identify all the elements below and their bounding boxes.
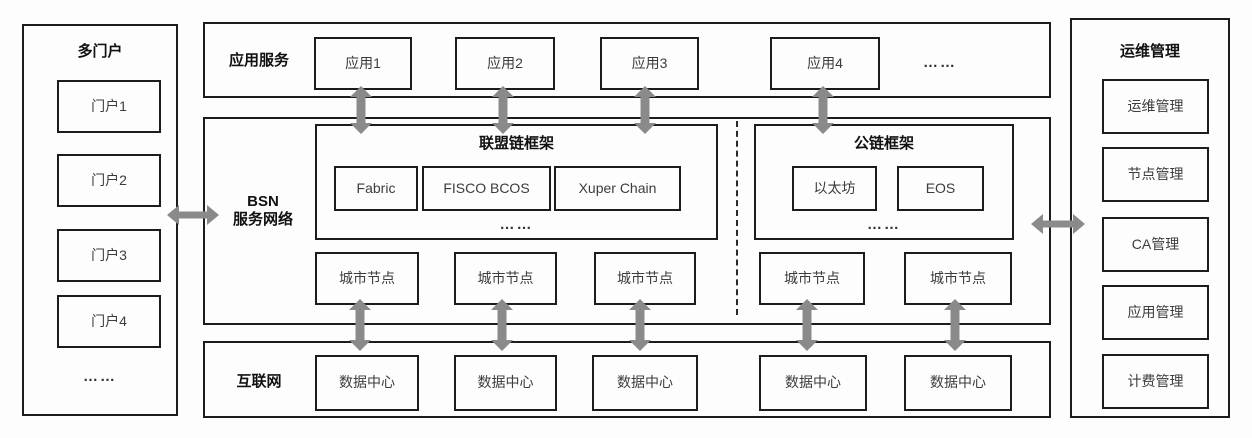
citynode4-datacenter-double-arrow-icon xyxy=(796,299,818,351)
data-center-2-label: 数据中心 xyxy=(477,374,534,391)
consortium-chain-framework: 联盟链框架 Fabric FISCO BCOS Xuper Chain …… xyxy=(315,124,718,240)
bsn-label-line1: BSN xyxy=(247,193,279,210)
bsn-ops-double-arrow-icon xyxy=(1031,214,1085,234)
ops-management-label: 运维管理 xyxy=(1127,97,1184,114)
fisco-bcos-node: FISCO BCOS xyxy=(422,166,551,211)
fabric-label: Fabric xyxy=(356,179,396,196)
node-management-label: 节点管理 xyxy=(1127,165,1184,182)
application-services-label: 应用服务 xyxy=(228,52,289,69)
app3-bsn-double-arrow-icon xyxy=(634,86,656,134)
app-3-node: 应用3 xyxy=(600,37,699,90)
city-node-3-label: 城市节点 xyxy=(617,269,673,286)
portal-4-node: 门户4 xyxy=(57,295,161,348)
ca-management-label: CA管理 xyxy=(1131,235,1180,252)
portal-2-node: 门户2 xyxy=(57,154,161,207)
data-center-5: 数据中心 xyxy=(904,355,1012,411)
app-3-label: 应用3 xyxy=(631,54,668,71)
eos-label: EOS xyxy=(925,179,956,196)
portal-4-label: 门户4 xyxy=(91,312,127,329)
internet-label: 互联网 xyxy=(236,373,282,390)
consortium-ellipsis: …… xyxy=(499,216,534,233)
city-node-2-label: 城市节点 xyxy=(477,269,534,286)
consortium-framework-title: 联盟链框架 xyxy=(478,135,554,152)
city-node-1-label: 城市节点 xyxy=(339,269,395,286)
city-node-4-label: 城市节点 xyxy=(784,269,840,286)
app1-bsn-double-arrow-icon xyxy=(350,86,372,134)
public-framework-title: 公链框架 xyxy=(853,135,914,152)
data-center-5-label: 数据中心 xyxy=(930,374,986,391)
citynode2-datacenter-double-arrow-icon xyxy=(491,299,513,351)
app2-bsn-double-arrow-icon xyxy=(492,86,514,134)
ops-management-panel: 运维管理 运维管理 节点管理 CA管理 应用管理 计费管理 xyxy=(1070,18,1230,418)
data-center-1-label: 数据中心 xyxy=(339,374,395,391)
data-center-1: 数据中心 xyxy=(315,355,419,411)
citynode3-datacenter-double-arrow-icon xyxy=(629,299,651,351)
portal-ellipsis: …… xyxy=(83,368,117,385)
city-node-4: 城市节点 xyxy=(759,252,865,305)
framework-divider-dashed-line xyxy=(736,121,738,315)
node-management-node: 节点管理 xyxy=(1102,147,1209,202)
public-ellipsis: …… xyxy=(867,216,901,233)
data-center-4-label: 数据中心 xyxy=(785,374,841,391)
portal-bsn-double-arrow-icon xyxy=(167,205,219,225)
portal-1-node: 门户1 xyxy=(57,80,161,133)
portal-1-label: 门户1 xyxy=(91,97,127,114)
data-center-4: 数据中心 xyxy=(759,355,867,411)
ops-management-node: 运维管理 xyxy=(1102,79,1209,134)
internet-layer: 互联网 数据中心 数据中心 数据中心 数据中心 数据中心 xyxy=(203,341,1051,418)
city-node-5: 城市节点 xyxy=(904,252,1012,305)
billing-management-label: 计费管理 xyxy=(1127,372,1184,389)
app-1-label: 应用1 xyxy=(345,54,381,71)
app4-bsn-double-arrow-icon xyxy=(812,86,834,134)
eos-node: EOS xyxy=(897,166,984,211)
portal-3-label: 门户3 xyxy=(91,246,127,263)
ethereum-node: 以太坊 xyxy=(792,166,877,211)
app-ellipsis: …… xyxy=(923,54,957,71)
app-2-label: 应用2 xyxy=(487,54,523,71)
bsn-label-line2: 服务网络 xyxy=(232,211,293,228)
multi-portal-title: 多门户 xyxy=(77,43,123,60)
bsn-network-label: BSN 服务网络 xyxy=(219,193,307,229)
portal-3-node: 门户3 xyxy=(57,229,161,282)
portal-2-label: 门户2 xyxy=(91,171,127,188)
app-4-node: 应用4 xyxy=(770,37,880,90)
fabric-node: Fabric xyxy=(334,166,418,211)
ops-panel-title: 运维管理 xyxy=(1119,43,1180,60)
citynode5-datacenter-double-arrow-icon xyxy=(944,299,966,351)
city-node-3: 城市节点 xyxy=(594,252,696,305)
city-node-1: 城市节点 xyxy=(315,252,419,305)
fisco-bcos-label: FISCO BCOS xyxy=(443,179,530,196)
app-1-node: 应用1 xyxy=(314,37,412,90)
data-center-2: 数据中心 xyxy=(454,355,557,411)
xuper-chain-node: Xuper Chain xyxy=(554,166,681,211)
city-node-5-label: 城市节点 xyxy=(930,269,986,286)
app-2-node: 应用2 xyxy=(455,37,555,90)
public-chain-framework: 公链框架 以太坊 EOS …… xyxy=(754,124,1014,240)
app-management-node: 应用管理 xyxy=(1102,285,1209,340)
ca-management-node: CA管理 xyxy=(1102,217,1209,272)
data-center-3-label: 数据中心 xyxy=(617,374,673,391)
multi-portal-panel: 多门户 门户1 门户2 门户3 门户4 …… xyxy=(22,24,178,416)
app-4-label: 应用4 xyxy=(807,54,843,71)
bsn-service-network-layer: BSN 服务网络 联盟链框架 Fabric FISCO BCOS Xuper C… xyxy=(203,117,1051,325)
billing-management-node: 计费管理 xyxy=(1102,354,1209,409)
application-services-layer: 应用服务 应用1 应用2 应用3 应用4 …… xyxy=(203,22,1051,98)
ethereum-label: 以太坊 xyxy=(813,179,856,196)
citynode1-datacenter-double-arrow-icon xyxy=(349,299,371,351)
city-node-2: 城市节点 xyxy=(454,252,557,305)
data-center-3: 数据中心 xyxy=(592,355,698,411)
app-management-label: 应用管理 xyxy=(1127,303,1184,320)
xuper-chain-label: Xuper Chain xyxy=(578,179,657,196)
